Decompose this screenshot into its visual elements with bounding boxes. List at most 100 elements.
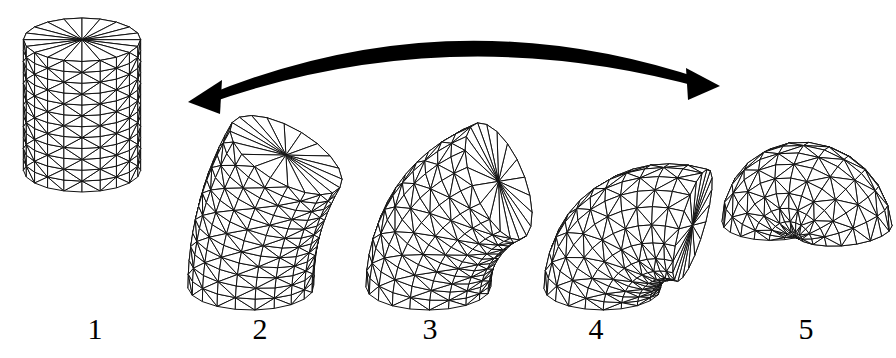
double-arrow (188, 41, 720, 114)
mesh-triangle (129, 53, 137, 64)
mesh-triangle (64, 40, 82, 62)
mesh-triangle (64, 115, 82, 126)
mesh-triangle (218, 275, 237, 287)
mesh-triangle (194, 263, 205, 276)
mesh-triangle (280, 247, 299, 257)
mesh-triangle (129, 96, 137, 107)
mesh-triangle (569, 298, 586, 309)
mesh-triangle (82, 71, 100, 82)
mesh-triangle (100, 169, 116, 180)
mesh-triangle (291, 285, 304, 295)
mesh-triangle (621, 303, 637, 309)
mesh-triangle (82, 33, 141, 40)
mesh-triangle (64, 104, 82, 116)
mesh-triangle (236, 154, 255, 166)
mesh-triangle (64, 158, 82, 169)
mesh-shape (544, 164, 712, 310)
mesh-triangle (577, 197, 591, 209)
mesh-triangle (82, 181, 100, 192)
mesh-triangle (82, 40, 100, 62)
mesh-triangle (48, 126, 64, 137)
mesh-triangle (116, 155, 129, 166)
mesh-triangle (64, 60, 82, 72)
mesh-triangle (26, 96, 34, 107)
mesh-triangle (116, 112, 129, 123)
mesh-triangle (35, 112, 48, 123)
mesh-triangle (82, 169, 100, 181)
mesh-triangle (235, 298, 255, 310)
mesh-triangle (637, 207, 653, 225)
mesh-triangle (100, 104, 116, 115)
mesh-triangle (48, 60, 64, 71)
mesh-triangle (637, 190, 655, 208)
mesh-triangle (256, 278, 276, 288)
mesh-triangle (379, 280, 395, 293)
mesh-triangle (223, 131, 233, 143)
mesh-triangle (429, 300, 449, 310)
mesh-triangle (64, 93, 82, 104)
mesh-triangle (653, 243, 664, 259)
mesh-triangle (64, 82, 82, 94)
mesh-triangle (652, 190, 668, 208)
mesh-triangle (48, 82, 64, 93)
mesh-triangle (369, 286, 379, 301)
mesh-triangle (35, 155, 48, 166)
mesh-triangle (205, 257, 222, 269)
mesh-triangle (82, 116, 100, 127)
mesh-triangle (203, 282, 219, 294)
mesh-triangle (116, 53, 129, 69)
mesh-triangle (265, 178, 288, 188)
mesh-triangle (622, 297, 639, 303)
mesh-triangle (638, 297, 651, 301)
mesh-triangle (100, 60, 116, 71)
mesh-triangle (35, 90, 48, 101)
mesh-triangle (26, 118, 34, 129)
mesh-triangle (402, 171, 414, 183)
mesh-triangle (82, 169, 100, 181)
mesh-triangle (423, 255, 445, 264)
mesh-triangle (637, 178, 654, 191)
mesh-triangle (192, 289, 202, 302)
mesh-triangle (280, 247, 299, 257)
mesh-triangle (82, 82, 100, 94)
mesh-shape (188, 116, 342, 311)
mesh-triangle (23, 33, 82, 40)
mesh-triangle (64, 71, 82, 82)
mesh-triangle (236, 298, 256, 310)
mesh-triangle (82, 158, 100, 169)
mesh-triangle (82, 180, 100, 191)
mesh-triangle (499, 181, 527, 240)
mesh-triangle (278, 258, 295, 268)
mesh-triangle (625, 208, 638, 229)
mesh-triangle (129, 140, 137, 151)
mesh-triangle (479, 294, 488, 301)
mesh-triangle (387, 207, 395, 232)
mesh-triangle (395, 275, 415, 286)
mesh-triangle (420, 189, 431, 214)
mesh-triangle (286, 144, 330, 156)
mesh-triangle (275, 278, 292, 288)
mesh-triangle (466, 291, 480, 298)
mesh-triangle (26, 53, 34, 64)
mesh-triangle (82, 147, 100, 159)
mesh-triangle (35, 53, 48, 69)
mesh-triangle (256, 288, 275, 298)
mesh-triangle (660, 271, 666, 279)
mesh-triangle (470, 186, 480, 209)
mesh-triangle (64, 169, 82, 181)
mesh-triangle (642, 225, 653, 244)
mesh-triangle (35, 68, 48, 79)
mesh-triangle (622, 297, 639, 303)
mesh-triangle (64, 126, 82, 138)
mesh-triangle (100, 82, 116, 93)
mesh-triangle (26, 161, 34, 172)
mesh-triangle (454, 167, 472, 185)
mesh-triangle (255, 288, 274, 299)
mesh-triangle (647, 259, 656, 272)
mesh-triangle (64, 60, 82, 72)
mesh-triangle (64, 126, 82, 138)
mesh-triangle (116, 177, 129, 188)
mesh-triangle (499, 181, 520, 240)
